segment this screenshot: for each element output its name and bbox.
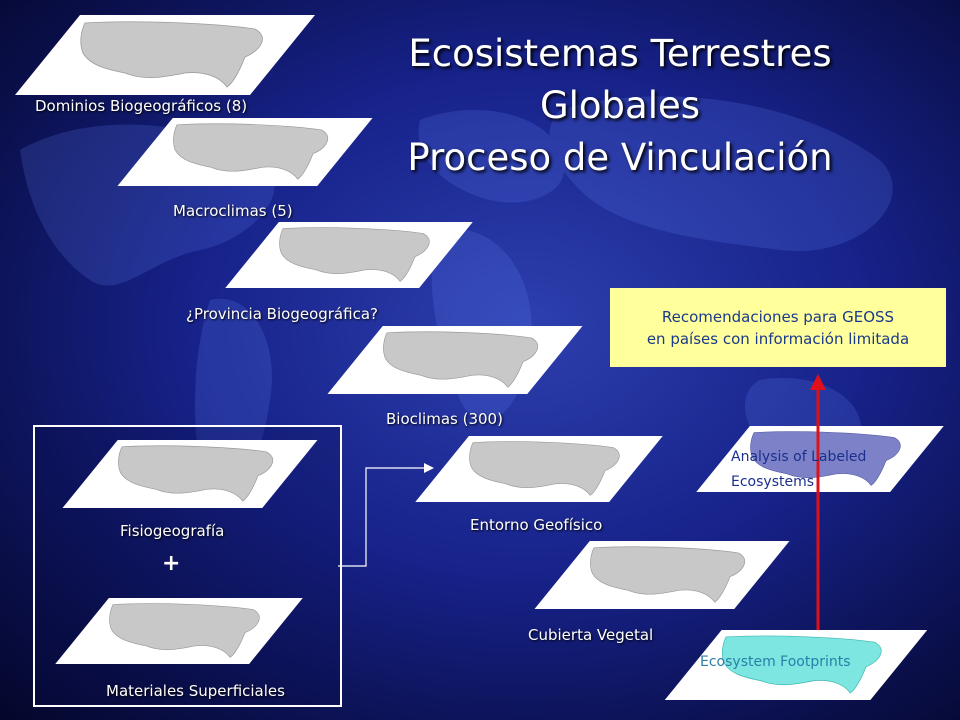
us-map-relief <box>173 123 329 180</box>
label-macroclimas: Macroclimas (5) <box>173 202 293 220</box>
label-footprints: Ecosystem Footprints <box>700 654 851 670</box>
us-map-labeled <box>750 431 901 486</box>
layer-bioclimas <box>327 326 583 394</box>
us-map-relief <box>118 445 274 502</box>
layer-analysis <box>696 426 944 492</box>
layer-cubierta <box>534 541 790 609</box>
label-fisiogeografia: Fisiogeografía <box>120 522 225 540</box>
title-line-2: Proceso de Vinculación <box>407 136 833 179</box>
us-map-relief <box>469 441 620 496</box>
label-dominios: Dominios Biogeográficos (8) <box>35 97 248 115</box>
layer-footprints <box>664 630 928 700</box>
red-arrow-head-icon <box>810 374 826 390</box>
label-provincia: ¿Provincia Biogeográfica? <box>186 305 378 323</box>
recommendation-line-1: Recomendaciones para GEOSS <box>661 307 895 326</box>
slide-title: Ecosistemas Terrestres Globales Proceso … <box>330 28 910 184</box>
label-entorno: Entorno Geofísico <box>470 516 603 534</box>
layer-entorno <box>415 436 663 502</box>
label-analysis-2: Ecosystems <box>731 474 815 490</box>
us-map-relief <box>80 21 263 88</box>
layer-dominios <box>15 15 315 95</box>
title-line-1: Ecosistemas Terrestres Globales <box>408 32 832 127</box>
recommendation-line-2: en países con información limitada <box>646 329 910 348</box>
us-map-relief <box>590 546 746 603</box>
layer-materiales <box>55 598 303 664</box>
layer-macroclimas <box>117 118 373 186</box>
layer-provincia <box>225 222 473 288</box>
us-map-footprints <box>721 635 882 694</box>
us-map-relief <box>109 603 260 658</box>
label-analysis-1: Analysis of Labeled <box>731 449 867 465</box>
us-map-relief <box>279 227 430 282</box>
label-bioclimas: Bioclimas (300) <box>386 410 503 428</box>
label-cubierta: Cubierta Vegetal <box>528 626 654 644</box>
layer-fisiogeografia <box>62 440 318 508</box>
us-map-relief <box>383 331 539 388</box>
recommendation-box: Recomendaciones para GEOSS en países con… <box>610 288 946 367</box>
label-materiales: Materiales Superficiales <box>106 682 285 700</box>
plus-sign: + <box>162 551 181 576</box>
